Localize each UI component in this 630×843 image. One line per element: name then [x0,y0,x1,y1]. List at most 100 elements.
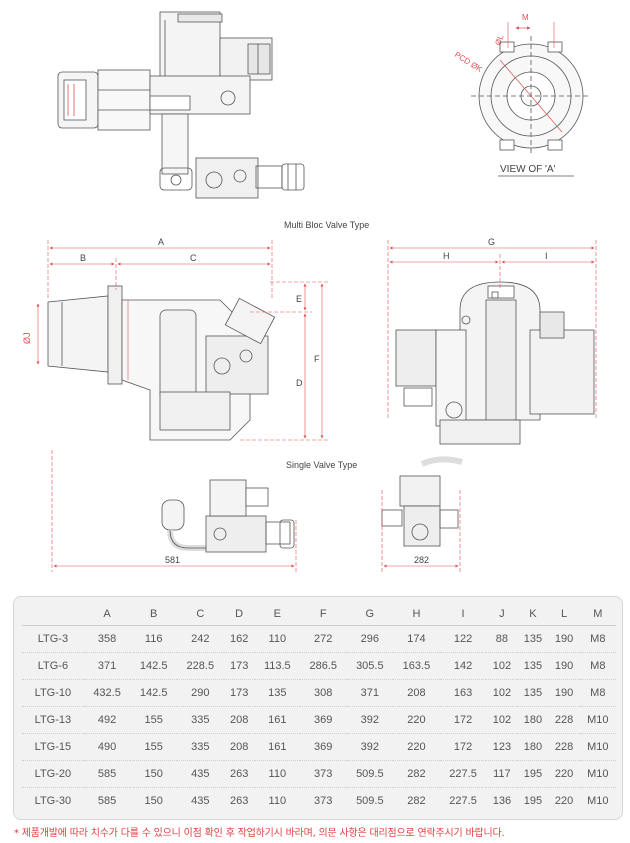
table-cell: 220 [554,795,574,807]
table-cell: 282 [393,760,440,788]
table-cell: 242 [177,625,224,653]
table-cell: 282 [407,795,426,807]
table-cell: 305.5 [346,652,394,680]
table-cell: 358 [83,625,131,653]
dim-581-line [51,450,297,572]
table-cell: 208 [223,706,255,734]
dim-581-label: 581 [165,555,180,565]
table-header-cell: E [254,603,300,626]
model-name-cell: LTG-13 [22,706,84,734]
table-cell: 163.5 [393,652,440,680]
table-cell: 155 [130,706,177,734]
multi-bloc-caption: Multi Bloc Valve Type [284,220,369,230]
dim-h-label: H [443,251,450,261]
table-cell: 373 [299,760,347,788]
table-cell: 135 [517,679,549,707]
table-cell: 135 [254,679,300,707]
table-cell: 263 [223,760,255,788]
dim-b-label: B [80,253,86,263]
table-cell: 435 [191,795,210,807]
table-cell: 296 [346,625,394,653]
table-cell: 161 [254,733,300,761]
dim-l-label: ØL [493,33,505,47]
table-header-cell: M [579,603,616,626]
single-valve-caption: Single Valve Type [286,460,357,470]
table-cell: 172 [439,733,487,761]
table-cell: 392 [346,733,394,761]
table-cell: 509.5 [356,795,384,807]
table-cell: 228 [548,706,580,734]
table-cell: 371 [83,652,131,680]
table-cell: 190 [548,625,580,653]
side-dimensions [36,240,330,441]
footnote: * 제품개발에 따라 치수가 다를 수 있으니 이점 확인 후 작업하기시 바라… [14,828,505,839]
table-cell: 492 [83,706,131,734]
table-header-cell: C [177,603,224,626]
table-cell: 585 [83,760,131,788]
table-cell: 272 [299,625,347,653]
table-cell: 102 [486,679,518,707]
table-cell: 180 [517,733,549,761]
table-cell: 174 [393,625,440,653]
dim-m-label: M [522,13,529,22]
table-cell: 155 [130,733,177,761]
table-cell: 88 [486,625,518,653]
front-dimensions [387,240,597,420]
dim-g-label: G [488,237,495,247]
table-header-cell: K [517,603,549,626]
table-cell: 173 [223,652,255,680]
dim-k-label: PCD ØK [453,50,484,74]
table-cell: 102 [486,652,518,680]
table-cell: 195 [523,795,543,807]
table-cell: 220 [393,706,440,734]
model-name-cell: LTG-6 [22,652,84,680]
technical-drawing: M ØL PCD ØK VIEW OF 'A' Multi Bloc Valve… [22,11,597,572]
table-cell: 585 [97,795,117,807]
table-cell: 173 [223,679,255,707]
table-cell: 190 [548,679,580,707]
table-cell: 335 [177,706,224,734]
table-header-cell: B [130,603,177,626]
table-cell: 263 [229,795,249,807]
table-cell: 163 [439,679,487,707]
dim-e-label: E [296,294,302,304]
table-cell: 227.5 [439,760,487,788]
table-cell: 135 [517,625,549,653]
dim-j-label: ØJ [22,332,32,344]
table-cell: 227.5 [449,795,477,807]
dim-c-label: C [190,253,197,263]
table-cell: 190 [548,652,580,680]
table-header-cell [22,603,84,626]
model-name-cell: LTG-3 [22,625,84,653]
model-name-cell: LTG-15 [22,733,84,761]
dim-282-line [381,490,461,572]
burner-front-view [395,281,595,445]
table-cell: 220 [548,760,580,788]
view-a-label: VIEW OF 'A' [500,164,556,175]
table-header-cell: I [439,603,487,626]
table-cell: 136 [492,795,512,807]
table-cell: 142 [439,652,487,680]
table-cell: 220 [393,733,440,761]
table-cell: 123 [486,733,518,761]
table-cell: 117 [486,760,518,788]
table-cell: 142.5 [130,679,177,707]
model-name-cell: LTG-10 [22,679,84,707]
table-cell: 102 [486,706,518,734]
table-cell: 308 [299,679,347,707]
table-header-cell: J [486,603,518,626]
table-cell: 110 [254,625,300,653]
burner-top-view [57,11,305,199]
table-header-cell: G [346,603,394,626]
table-cell: 373 [314,795,333,807]
model-name-cell: LTG-30 [34,795,72,807]
table-cell: 228 [548,733,580,761]
table-cell: M10 [579,706,616,734]
table-cell: 208 [223,733,255,761]
